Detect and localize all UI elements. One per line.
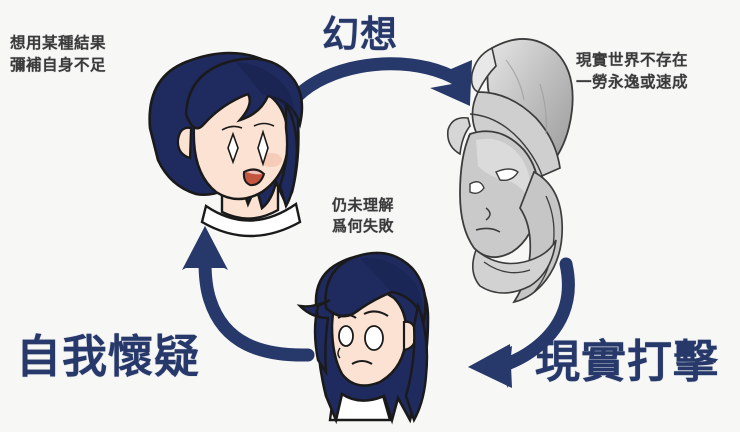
caption-top-left: 想用某種結果 彌補自身不足 xyxy=(10,33,106,77)
caption-center-line1: 仍未理解 xyxy=(332,198,395,214)
sparkle-eyes xyxy=(227,129,269,167)
caption-top-right-line2: 一勞永逸或速成 xyxy=(576,74,689,91)
caption-center-line2: 爲何失敗 xyxy=(332,219,395,236)
caption-top-right: 現實世界不存在 一勞永逸或速成 xyxy=(576,50,688,94)
arrow-left-selfdoubt xyxy=(182,226,315,362)
stage-label-fantasy: 幻想 xyxy=(322,15,398,56)
stage-label-self-doubt: 自我懷疑 xyxy=(16,332,201,382)
arrow-right-reality xyxy=(468,257,575,388)
figure-stone-statue xyxy=(446,38,574,304)
caption-top-left-line2: 彌補自身不足 xyxy=(10,57,107,74)
arrow-top-fantasy xyxy=(285,57,472,109)
caption-top-right-line1: 現實世界不存在 xyxy=(576,52,689,69)
caption-top-left-line1: 想用某種結果 xyxy=(10,35,107,52)
caption-center: 仍未理解 爲何失敗 xyxy=(332,196,394,239)
figure-girl-excited xyxy=(148,51,304,238)
stage-label-reality-hit: 現實打擊 xyxy=(535,337,720,387)
figure-girl-sad xyxy=(296,251,430,425)
